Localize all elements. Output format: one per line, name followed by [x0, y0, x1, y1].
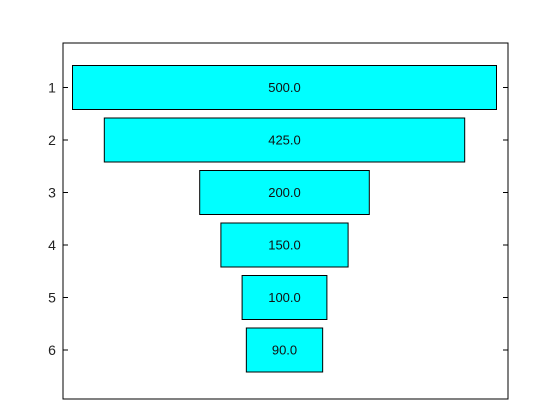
y-tick-label: 4	[48, 237, 56, 253]
bar-value-label: 150.0	[268, 238, 301, 253]
y-tick-label: 5	[48, 290, 56, 306]
funnel-bars: 500.0 425.0 200.0 150.0 100.0 90.0	[72, 65, 497, 373]
bar-value-label: 425.0	[268, 133, 301, 148]
funnel-bar	[72, 65, 497, 110]
y-tick-label: 3	[48, 185, 56, 201]
bar-value-label: 100.0	[268, 290, 301, 305]
funnel-bar	[241, 275, 328, 320]
bar-value-label: 200.0	[268, 185, 301, 200]
y-tick-label: 6	[48, 342, 56, 358]
bar-value-label: 90.0	[272, 343, 297, 358]
y-tick-label: 2	[48, 132, 56, 148]
bar-value-label: 500.0	[268, 80, 301, 95]
funnel-bar	[245, 327, 324, 373]
funnel-bar	[199, 170, 370, 215]
y-tick-label: 1	[48, 80, 56, 96]
y-axis-ticks: 1 2 3 4 5 6	[48, 80, 508, 358]
funnel-bar	[103, 117, 466, 163]
funnel-bar	[220, 222, 349, 268]
